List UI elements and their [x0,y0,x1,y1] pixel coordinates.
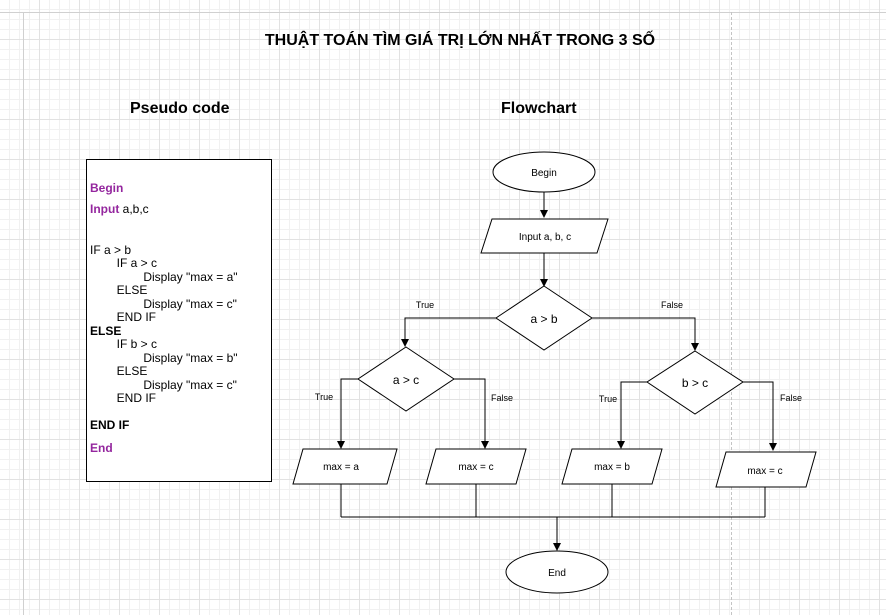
edge-ac-true [337,378,358,449]
bc-true-label: True [599,394,617,404]
edge-ab-true [401,317,496,347]
cond-ac-label: a > c [393,373,419,387]
page-break-guide [731,12,732,615]
cond-ab-label: a > b [530,312,557,326]
pseudo-line: ELSE [90,283,148,297]
pseudo-end-if: END IF [90,418,130,432]
flowchart-shapes [292,151,817,594]
pseudo-line: Display "max = c" [90,378,237,392]
pseudo-input-line: Input a,b,c [90,202,149,216]
ab-false-label: False [661,300,683,310]
end-label: End [548,568,566,579]
pseudo-input-keyword: Input [90,202,120,216]
max-b-label: max = b [594,462,630,473]
flowchart-heading[interactable]: Flowchart [501,100,577,117]
pseudo-begin: Begin [90,181,124,195]
ac-false-label: False [491,393,513,403]
io-max-c-right[interactable] [715,451,817,488]
decision-a-gt-c[interactable] [357,346,455,412]
io-max-c-left[interactable] [425,448,527,485]
diagram-title[interactable]: THUẬT TOÁN TÌM GIÁ TRỊ LỚN NHẤT TRONG 3 … [264,32,656,49]
edge-bc-true [617,381,647,449]
begin-label: Begin [531,168,557,179]
pseudo-line: Display "max = a" [90,270,238,284]
edge-ac-false [454,378,489,449]
pseudo-line: ELSE [90,324,122,338]
pseudo-code-heading[interactable]: Pseudo code [130,100,230,117]
max-a-label: max = a [323,462,359,473]
pseudo-line: END IF [90,391,157,405]
pseudo-line: IF a > b [90,243,132,257]
pseudo-code-box[interactable] [86,159,272,482]
pseudo-line: END IF [90,310,157,324]
terminal-begin[interactable] [492,151,596,193]
decision-a-gt-b[interactable] [495,285,593,351]
io-input[interactable] [480,218,609,254]
ab-true-label: True [416,300,434,310]
pseudo-line: Display "max = b" [90,351,238,365]
flowchart-connectors [337,192,777,551]
ac-true-label: True [315,392,333,402]
page-left-border [23,12,24,615]
page-top-border [0,12,886,13]
pseudo-line: Display "max = c" [90,297,237,311]
pseudo-input-vars: a,b,c [119,202,149,216]
terminal-end[interactable] [505,550,609,594]
pseudo-line: ELSE [90,364,148,378]
io-max-a[interactable] [292,448,398,485]
pseudo-line: IF b > c [90,337,158,351]
pseudo-end: End [90,441,113,455]
flowchart-labels: Begin Input a, b, c a > b a > c b > c Tr… [315,168,802,579]
cond-bc-label: b > c [682,376,708,390]
pseudo-line: IF a > c [90,256,158,270]
edge-ab-false [592,317,699,351]
bc-false-label: False [780,393,802,403]
decision-b-gt-c[interactable] [646,350,744,415]
io-max-b[interactable] [561,448,663,485]
max-c-right-label: max = c [747,466,782,477]
input-label: Input a, b, c [519,232,571,243]
edge-bc-false [743,381,777,451]
max-c-left-label: max = c [458,462,493,473]
